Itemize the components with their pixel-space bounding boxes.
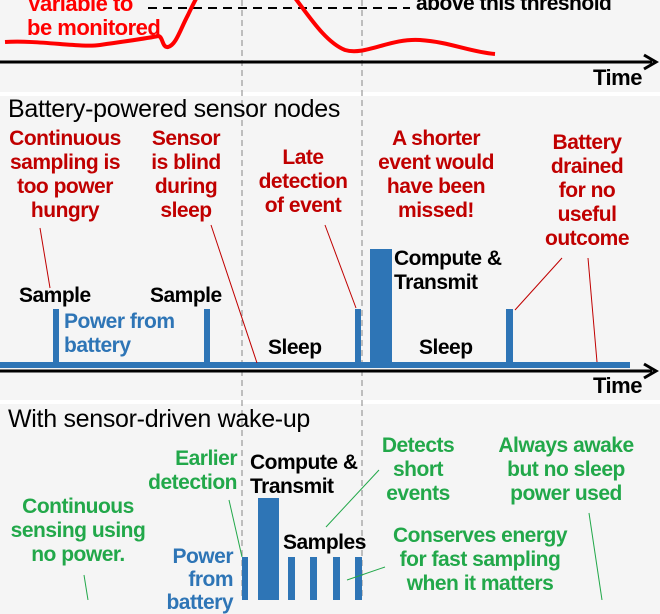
label-line: too power — [17, 175, 113, 198]
sample-bar — [333, 557, 340, 600]
label-line: Transmit — [250, 475, 334, 498]
section-title: Battery-powered sensor nodes — [8, 95, 341, 123]
diagram-graphics — [0, 0, 659, 600]
label-line: drained — [550, 155, 624, 178]
label-line: Power from — [64, 310, 175, 333]
section-divider — [0, 400, 660, 404]
sleep-label: Sleep — [268, 336, 322, 359]
label-line: is blind — [151, 151, 221, 174]
label-line: when it matters — [406, 572, 554, 595]
label-line: no power. — [31, 543, 125, 566]
label-line: Compute & — [394, 247, 502, 270]
sample-label: Sample — [19, 284, 91, 307]
note-conserves-energy: Conserves energy for fast sampling when … — [392, 524, 568, 596]
label-line: Battery — [552, 131, 622, 154]
label-line: of event — [264, 194, 342, 217]
sample-bar — [53, 309, 59, 365]
monitored-signal-curve — [4, 0, 496, 56]
label-line: sampling is — [9, 151, 121, 174]
label-line: power used — [510, 482, 622, 505]
label-line: during — [154, 175, 218, 198]
time-axis-arrow — [643, 53, 659, 71]
label-line: missed! — [398, 199, 474, 222]
time-axis-arrow — [643, 362, 659, 380]
sample-bar — [204, 309, 210, 365]
label-line: hungry — [30, 199, 100, 222]
label-line: but no sleep — [507, 458, 625, 481]
label-line: Transmit — [394, 271, 478, 294]
label-line: Sensor — [151, 127, 221, 150]
late-sample-bar — [355, 309, 361, 365]
wasted-sample-bar — [506, 309, 513, 365]
variable-label: Variable to be monitored — [27, 0, 161, 40]
label-line: battery — [166, 591, 233, 614]
sample-bar — [310, 557, 317, 600]
sleep-label: Sleep — [419, 336, 473, 359]
label-line: Continuous — [9, 127, 121, 150]
note-sensor-blind: Sensor is blind during sleep — [151, 127, 221, 223]
samples-label: Samples — [283, 531, 366, 554]
power-from-battery-label: Power from battery — [166, 545, 233, 614]
label-line: Detects — [381, 434, 455, 457]
label-line: battery — [64, 334, 131, 357]
label-line: Always awake — [498, 434, 634, 457]
label-line: Earlier — [175, 447, 237, 470]
label-line: Variable to — [27, 0, 133, 16]
label-line: Power — [172, 545, 233, 568]
threshold-label: above this threshold — [416, 0, 612, 15]
note-shorter-event: A shorter event would have been missed! — [378, 127, 494, 223]
note-detects-short-events: Detects short events — [381, 434, 455, 506]
green-leader-lines — [83, 469, 603, 600]
label-line: Compute & — [250, 451, 358, 474]
label-line: for no — [558, 179, 616, 202]
label-line: from — [188, 568, 233, 591]
label-line: sleep — [160, 199, 212, 222]
compute-transmit-bar — [370, 249, 392, 365]
note-late-detection: Late detection of event — [259, 146, 348, 218]
note-always-awake: Always awake but no sleep power used — [498, 434, 634, 506]
power-baseline — [0, 362, 630, 368]
label-line: A shorter — [391, 127, 481, 150]
label-line: Conserves energy — [392, 524, 568, 547]
sample-bar — [355, 557, 362, 600]
label-line: useful — [557, 203, 617, 226]
section-title: With sensor-driven wake-up — [8, 405, 311, 433]
sample-bar — [288, 557, 295, 600]
note-battery-drained: Battery drained for no useful outcome — [544, 131, 630, 251]
label-line: outcome — [544, 227, 630, 250]
power-from-battery-label: Power from battery — [64, 310, 175, 358]
label-line: for fast sampling — [399, 548, 561, 571]
label-line: event would — [378, 151, 494, 174]
sample-label: Sample — [150, 284, 222, 307]
note-continuous-sensing: Continuous sensing using no power. — [11, 495, 146, 567]
section-divider — [0, 92, 660, 96]
label-line: detection — [148, 471, 237, 494]
label-line: detection — [258, 170, 348, 193]
red-leader-lines — [39, 224, 598, 364]
compute-transmit-bar — [258, 498, 279, 600]
label-line: be monitored — [27, 15, 161, 40]
compute-transmit-label: Compute & Transmit — [394, 247, 502, 295]
time-label: Time — [593, 65, 642, 90]
wakeup-bar — [242, 557, 248, 600]
label-line: events — [386, 482, 450, 505]
label-line: Late — [282, 146, 324, 169]
compute-transmit-label: Compute & Transmit — [250, 451, 358, 499]
label-line: sensing using — [10, 519, 146, 542]
label-line: short — [393, 458, 444, 481]
note-earlier-detection: Earlier detection — [148, 447, 237, 495]
note-continuous-sampling: Continuous sampling is too power hungry — [9, 127, 121, 223]
time-label: Time — [593, 373, 642, 398]
label-line: Continuous — [22, 495, 134, 518]
label-line: have been — [386, 175, 486, 198]
